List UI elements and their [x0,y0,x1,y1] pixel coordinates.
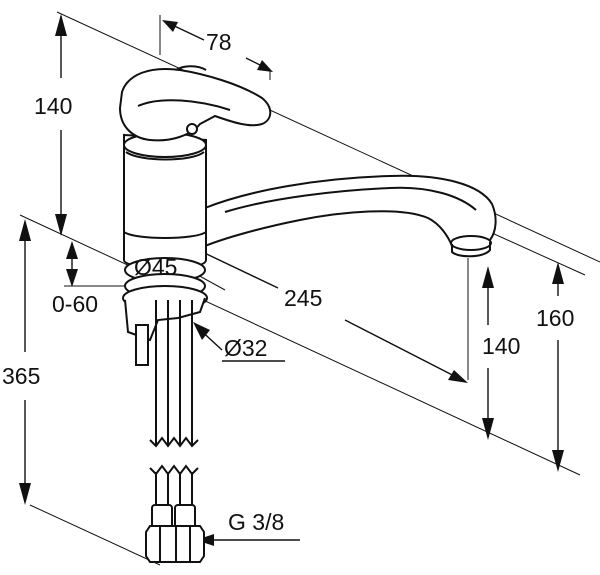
dim-spout-clearance [467,258,494,440]
lever-handle [118,68,272,142]
label-connection-thread: G 3/8 [228,509,284,535]
label-hole-diameter: Ø32 [224,335,267,361]
dim-spout-height [552,262,564,472]
label-spout-height: 160 [536,305,574,331]
dim-base-adjust [64,241,130,287]
dim-thread-leader [196,534,300,546]
dim-body-height [55,14,67,236]
label-body-diameter: Ø45 [134,254,177,280]
label-spout-clearance: 140 [482,333,520,359]
label-handle-width: 78 [206,29,232,55]
connection-nuts [145,504,205,563]
dim-total-height [19,219,31,505]
label-base-adjust: 0-60 [52,291,98,317]
dim-hole-diameter-leader [193,322,285,362]
label-body-height: 140 [34,93,72,119]
label-spout-reach: 245 [284,285,322,311]
label-total-height: 365 [2,363,40,389]
spout [204,174,497,248]
dim-handle-width [159,15,273,80]
supply-hoses [149,300,199,505]
aerator [450,235,492,251]
faucet [118,65,497,563]
